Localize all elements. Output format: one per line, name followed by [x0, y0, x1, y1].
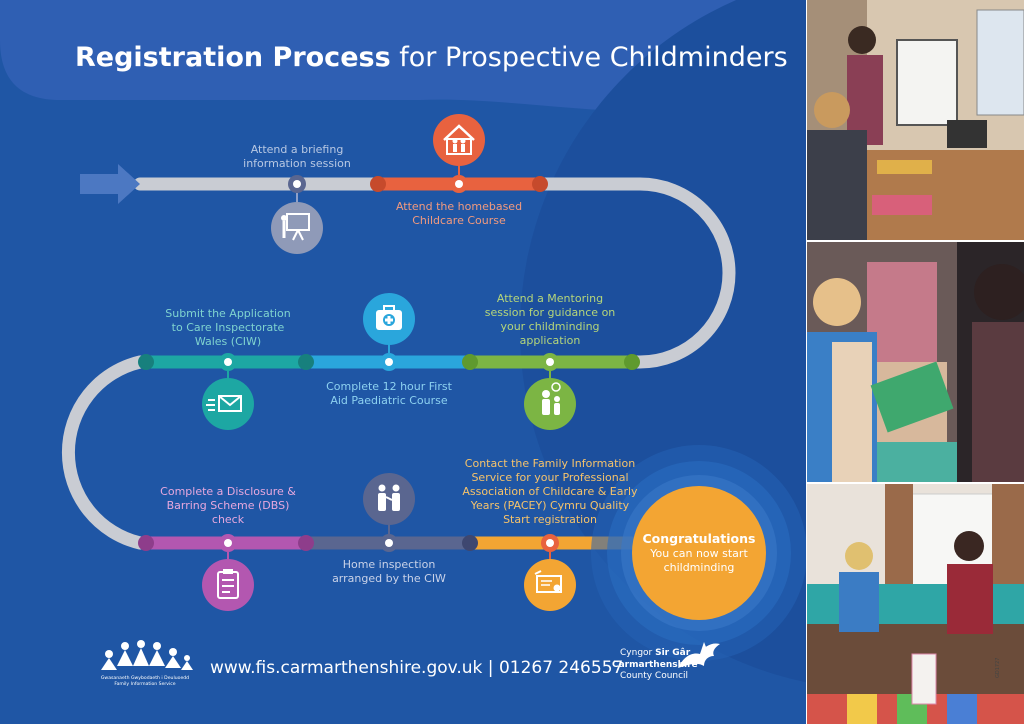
track-dot	[370, 176, 386, 192]
step-label-dbs: Complete a Disclosure &Barring Scheme (D…	[160, 485, 296, 526]
header-wave	[0, 0, 806, 112]
step-marker-mentor	[541, 353, 559, 371]
mail-icon	[202, 378, 254, 430]
track-dot	[624, 354, 640, 370]
step-marker-homebased	[450, 175, 468, 193]
checklist-icon	[202, 559, 254, 611]
photo-column	[806, 0, 1024, 724]
house-family-icon	[433, 114, 485, 166]
step-marker-firstaid	[380, 353, 398, 371]
mentoring-people-icon	[524, 378, 576, 430]
track-dot	[138, 354, 154, 370]
presentation-icon	[271, 202, 323, 254]
poster: Registration Process for Prospective Chi…	[0, 0, 806, 687]
track-dot	[298, 354, 314, 370]
photo-training-session	[807, 0, 1024, 240]
dragon-icon	[678, 642, 720, 668]
first-aid-kit-icon	[363, 293, 415, 345]
step-marker-fis	[541, 534, 559, 552]
step-marker-home	[380, 534, 398, 552]
step-marker-briefing	[288, 175, 306, 193]
home-visit-icon	[363, 473, 415, 525]
track-dot	[298, 535, 314, 551]
photo-home-visit	[807, 484, 1024, 724]
step-marker-dbs	[219, 534, 237, 552]
step-marker-ciw	[219, 353, 237, 371]
certificate-icon	[524, 559, 576, 611]
fis-logo-text: Gwasanaeth Gwybodaeth i Deuluoedd Family…	[100, 676, 190, 687]
photo-childminder-book	[807, 242, 1024, 482]
start-arrow	[80, 164, 140, 204]
track-dot	[138, 535, 154, 551]
document-code: GD1727	[995, 657, 1001, 678]
track-background	[62, 177, 736, 550]
track-dot	[462, 354, 478, 370]
congratulations-badge: Congratulations You can now start childm…	[632, 486, 766, 620]
contact-info: www.fis.carmarthenshire.gov.uk | 01267 2…	[210, 658, 624, 678]
council-logo: Cyngor Sir Gâr Carmarthenshire County Co…	[612, 638, 732, 684]
page-title: Registration Process for Prospective Chi…	[75, 42, 788, 73]
track-dot	[532, 176, 548, 192]
fis-logo	[101, 640, 193, 670]
track-dot	[462, 535, 478, 551]
